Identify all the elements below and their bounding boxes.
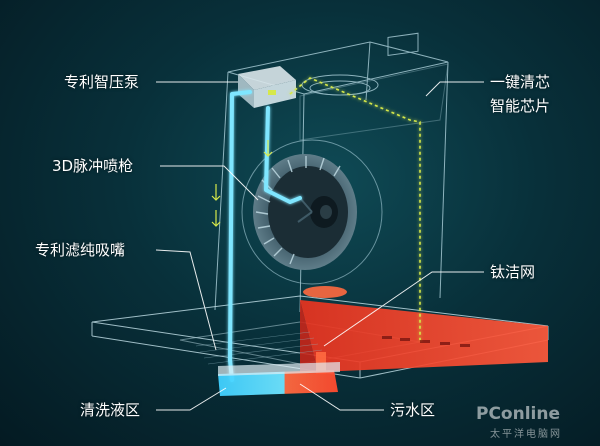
label-nozzle: 3D脉冲喷枪	[52, 157, 134, 175]
watermark-brand: PConline	[475, 404, 560, 424]
smart-chip-box	[238, 66, 296, 108]
label-clean-zone: 清洗液区	[80, 401, 141, 419]
chip-signal-line	[289, 77, 421, 340]
label-titanium-net: 钛洁网	[490, 263, 536, 281]
label-suction: 专利滤纯吸嘴	[35, 241, 126, 259]
watermark-subtitle: 太平洋电脑网	[490, 429, 562, 440]
label-pump: 专利智压泵	[64, 73, 140, 91]
blower-fan	[241, 139, 383, 285]
flow-arrows	[211, 140, 273, 227]
label-one-key-clean: 一键清芯	[490, 73, 551, 91]
pointer-lines	[155, 81, 484, 411]
label-smart-chip: 智能芯片	[490, 97, 551, 115]
titanium-net	[300, 286, 548, 374]
label-waste-zone: 污水区	[390, 401, 436, 419]
filter-mesh	[195, 331, 323, 365]
liquid-tray	[218, 362, 340, 396]
